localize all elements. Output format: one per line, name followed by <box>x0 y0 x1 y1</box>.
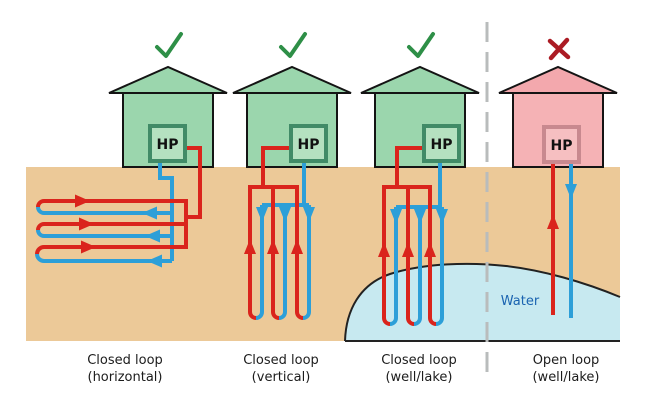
flow-arrows <box>75 194 162 268</box>
cold-flow-arrow-down <box>303 207 315 222</box>
cold-bore-1 <box>389 207 398 326</box>
flow-arrows <box>378 209 448 257</box>
system-closed-loop-horizontal: HP <box>35 32 228 268</box>
x-icon <box>547 37 571 61</box>
house-roof <box>360 65 480 94</box>
hot-bore-3 <box>428 187 437 326</box>
hot-row-2 <box>36 222 186 231</box>
hp-label: HP <box>298 137 320 153</box>
hp-unit-box <box>148 124 187 163</box>
hot-flow-arrow-up <box>402 242 414 257</box>
caption-line2: (horizontal) <box>87 370 163 385</box>
hot-flow-arrow-up <box>424 242 436 257</box>
hot-bore-2 <box>406 187 415 326</box>
hp-label: HP <box>157 137 179 153</box>
house-roof <box>108 65 228 94</box>
caption-line2: (vertical) <box>251 370 311 385</box>
hot-flow-arrow-up <box>547 214 559 229</box>
hp-label: HP <box>551 138 573 154</box>
cold-flow-arrow-down <box>565 184 577 199</box>
caption-closed-loop-well-lake: Closed loop (well/lake) <box>381 352 457 386</box>
hot-supply-pipe <box>395 146 426 189</box>
caption-open-loop-well-lake: Open loop (well/lake) <box>532 352 599 386</box>
hot-flow-arrow-up <box>291 239 303 254</box>
hot-flow-arrow-up <box>378 242 390 257</box>
caption-line1: Closed loop <box>243 353 319 368</box>
caption-line1: Open loop <box>532 353 600 368</box>
hp-unit-box <box>289 124 328 163</box>
water-label: Water <box>500 294 540 309</box>
cold-row-1 <box>36 206 172 215</box>
caption-line2: (well/lake) <box>385 370 453 385</box>
cold-row-3 <box>35 253 172 263</box>
cold-bore-2 <box>278 205 287 320</box>
flow-arrows <box>244 207 315 254</box>
system-closed-loop-well-lake: HP <box>360 32 480 326</box>
caption-closed-loop-horizontal: Closed loop (horizontal) <box>87 352 163 386</box>
cold-pipes <box>255 159 311 320</box>
hot-flow-arrow-right <box>79 217 94 231</box>
hot-row-3 <box>35 245 186 255</box>
hp-label: HP <box>431 137 453 153</box>
cold-flow-arrow-down <box>436 209 448 224</box>
caption-line2: (well/lake) <box>532 370 600 385</box>
cold-bore-2 <box>413 207 422 326</box>
hot-pipes <box>35 146 202 255</box>
house-roof <box>498 65 618 94</box>
cold-pipes <box>35 159 174 263</box>
cold-supply-pipe <box>158 159 174 261</box>
cold-pipes <box>389 159 444 326</box>
lake-outline <box>344 262 621 342</box>
cold-bore-3 <box>435 207 444 326</box>
hot-pipes <box>248 146 304 320</box>
check-icon <box>155 32 183 58</box>
flow-arrows <box>547 184 577 229</box>
house-roof <box>232 65 352 94</box>
cold-flow-arrow-left <box>147 254 162 268</box>
cold-flow-arrow-left <box>142 206 157 220</box>
hot-row-1 <box>36 199 186 208</box>
check-icon <box>279 32 307 58</box>
cold-flow-arrow-down <box>390 209 402 224</box>
hot-bore-3 <box>295 187 304 320</box>
caption-line1: Closed loop <box>87 353 163 368</box>
hot-supply-pipe <box>261 146 293 189</box>
cold-bore-1 <box>255 205 264 320</box>
hot-flow-arrow-up <box>244 239 256 254</box>
system-open-loop-well-lake: HP <box>498 37 618 318</box>
cold-row-2 <box>36 229 172 238</box>
hot-bore-1 <box>382 187 391 326</box>
hp-unit-box <box>422 124 461 163</box>
hot-flow-arrow-right <box>81 240 96 254</box>
hot-bore-2 <box>271 187 280 320</box>
hot-pipes <box>382 146 437 326</box>
caption-closed-loop-vertical: Closed loop (vertical) <box>243 352 319 386</box>
cold-flow-arrow-down <box>414 209 426 224</box>
check-icon <box>407 32 435 58</box>
hot-flow-arrow-up <box>267 239 279 254</box>
cold-flow-arrow-down <box>279 207 291 222</box>
hot-supply-pipe <box>183 146 202 219</box>
cold-flow-arrow-down <box>256 207 268 222</box>
system-closed-loop-vertical: HP <box>232 32 352 320</box>
hot-bore-1 <box>248 187 257 320</box>
hp-unit-box <box>542 125 581 164</box>
hot-flow-arrow-right <box>75 194 90 208</box>
cold-bore-3 <box>302 205 311 320</box>
cold-flow-arrow-left <box>145 229 160 243</box>
caption-line1: Closed loop <box>381 353 457 368</box>
